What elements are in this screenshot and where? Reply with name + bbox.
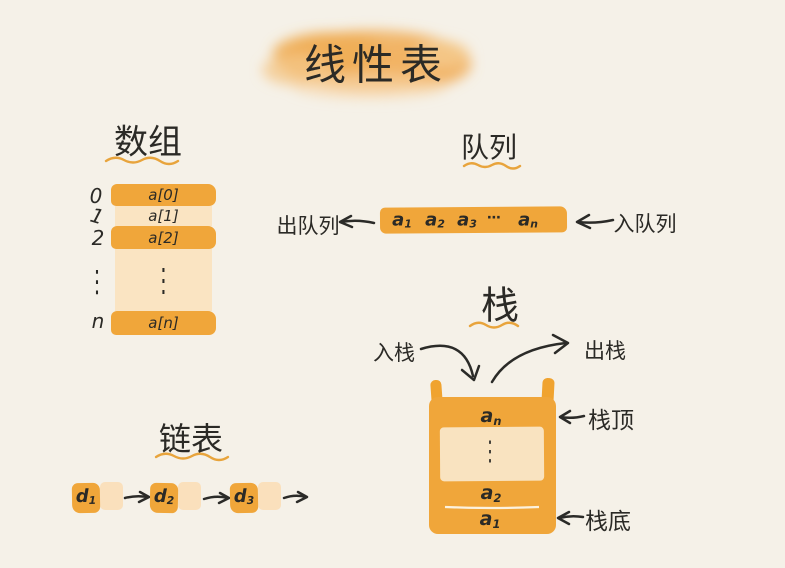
list-node-2-pointer bbox=[178, 482, 201, 510]
page-title: 线性表 bbox=[303, 40, 449, 90]
stack-item-n-base: a bbox=[480, 405, 494, 427]
stack-bottom-label: 栈底 bbox=[585, 509, 631, 535]
array-table: a[0] a[1] a[2] ⋮ a[n] bbox=[111, 184, 216, 335]
array-index-n: n bbox=[91, 309, 105, 333]
stack-item-2-sub: 2 bbox=[493, 490, 502, 505]
array-cell-1-label: a[1] bbox=[148, 207, 179, 225]
stack-item-1-sub: 1 bbox=[492, 516, 501, 531]
array-cell-2: a[2] bbox=[111, 226, 216, 249]
title-highlight bbox=[262, 30, 472, 99]
push-arrow bbox=[419, 344, 481, 382]
dequeue-arrow bbox=[338, 214, 376, 229]
stack-item-1: a1 bbox=[479, 508, 501, 531]
push-label: 入栈 bbox=[373, 341, 415, 365]
list-node-2-base: d bbox=[153, 485, 167, 508]
array-dots: ⋮ bbox=[153, 260, 174, 300]
queue-item-3-base: a bbox=[457, 209, 470, 231]
list-arrow-3 bbox=[282, 490, 309, 504]
enqueue-label: 入队列 bbox=[613, 212, 677, 236]
stack-heading: 栈 bbox=[480, 283, 520, 328]
array-cell-0-label: a[0] bbox=[148, 186, 179, 204]
queue-heading: 队列 bbox=[460, 131, 518, 164]
queue-item-2: a2 bbox=[425, 210, 445, 231]
array-underline bbox=[104, 156, 180, 166]
array-cell-n: a[n] bbox=[111, 311, 216, 335]
stack-item-2: a2 bbox=[480, 482, 502, 505]
queue-item-2-base: a bbox=[425, 209, 438, 231]
stack-item-dots: ⋮ bbox=[482, 436, 499, 468]
array-index-dots: ⋮ bbox=[87, 263, 107, 299]
dequeue-label: 出队列 bbox=[276, 214, 340, 238]
enqueue-arrow bbox=[575, 213, 615, 230]
stack-container bbox=[429, 377, 556, 534]
list-node-1-sub: 1 bbox=[88, 494, 97, 508]
list-node-1: d1 bbox=[71, 482, 101, 514]
stack-underline bbox=[468, 321, 520, 329]
queue-item-1-base: a bbox=[392, 209, 405, 231]
list-heading: 链表 bbox=[158, 420, 224, 458]
list-node-3-sub: 3 bbox=[246, 494, 255, 508]
stack-item-1-base: a bbox=[479, 508, 493, 530]
stack-item-2-base: a bbox=[480, 482, 494, 504]
list-node-3-base: d bbox=[233, 485, 247, 508]
list-node-1-pointer bbox=[100, 482, 123, 510]
list-node-1-base: d bbox=[75, 485, 89, 508]
list-underline bbox=[154, 452, 230, 462]
array-cell-1: a[1] bbox=[115, 206, 212, 226]
list-arrow-1 bbox=[123, 490, 151, 504]
list-arrow-2 bbox=[202, 491, 231, 505]
queue-item-2-sub: 2 bbox=[437, 217, 445, 231]
array-cell-n-label: a[n] bbox=[148, 314, 179, 332]
queue-item-n-sub: n bbox=[530, 217, 538, 231]
array-heading: 数组 bbox=[114, 122, 182, 163]
pop-label: 出栈 bbox=[584, 339, 626, 363]
stack-dots: ⋮ bbox=[481, 436, 499, 468]
queue-item-1-sub: 1 bbox=[404, 217, 412, 231]
array-cell-2-label: a[2] bbox=[148, 228, 179, 247]
stack-bottom-arrow bbox=[556, 510, 585, 526]
list-node-3: d3 bbox=[229, 482, 259, 514]
list-node-3-pointer bbox=[258, 482, 281, 510]
list-node-2: d2 bbox=[149, 482, 179, 514]
stack-top-label: 栈顶 bbox=[588, 408, 634, 434]
queue-item-3-sub: 3 bbox=[469, 217, 477, 231]
pop-arrow bbox=[490, 333, 570, 384]
queue-underline bbox=[462, 162, 522, 170]
queue-item-dots: ⋯ bbox=[487, 210, 501, 226]
stack-item-n-sub: n bbox=[493, 413, 502, 428]
array-cell-dots: ⋮ bbox=[115, 249, 212, 311]
queue-item-3: a3 bbox=[457, 210, 477, 231]
queue-item-1: a1 bbox=[392, 210, 412, 231]
stack-item-n: an bbox=[480, 405, 502, 428]
array-index-0: 0 bbox=[89, 184, 103, 208]
queue-dots: ⋯ bbox=[487, 210, 501, 226]
queue-item-n-base: a bbox=[518, 209, 531, 231]
stack-top-arrow bbox=[558, 409, 586, 425]
list-node-2-sub: 2 bbox=[166, 494, 175, 508]
queue-item-n: an bbox=[518, 210, 538, 231]
array-index-2: 2 bbox=[91, 226, 105, 250]
array-cell-0: a[0] bbox=[111, 184, 216, 206]
